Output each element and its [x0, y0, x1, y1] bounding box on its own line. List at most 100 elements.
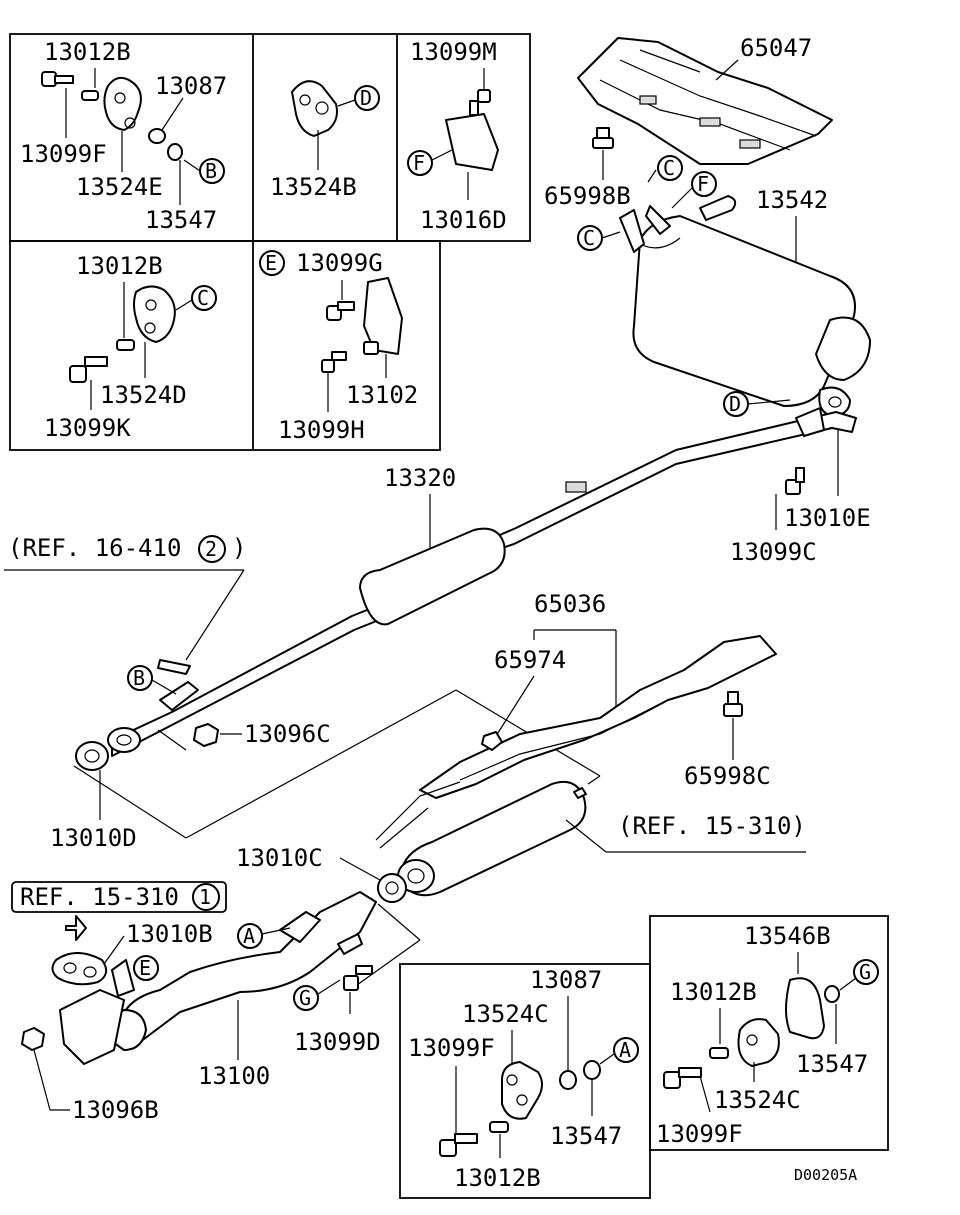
ref-15-310-box-text: REF. 15-310 — [20, 883, 179, 911]
label-13099G: 13099G — [296, 249, 383, 277]
label-13100: 13100 — [198, 1062, 270, 1090]
washer-13547-icon — [167, 143, 183, 161]
bolt-13099D-icon — [343, 975, 359, 991]
catalytic-converter: (REF. 15-310) — [397, 780, 806, 897]
label-13099F: 13099F — [20, 140, 107, 168]
washer-13087-icon — [148, 128, 166, 144]
bolt-13099D: 13099D — [294, 965, 381, 1056]
gasket-13010B-icon — [51, 952, 108, 986]
label-13524C-c: 13524C — [714, 1086, 801, 1114]
label-13547: 13547 — [145, 206, 217, 234]
label-65047: 65047 — [740, 34, 812, 62]
nut-13096B-icon — [21, 1027, 45, 1051]
gasket-13010D-icon — [75, 741, 109, 771]
inset-mid-middle: E 13099G 13102 13099H — [259, 249, 418, 444]
inset-grid — [9, 33, 531, 451]
label-13320: 13320 — [384, 464, 456, 492]
label-13099D: 13099D — [294, 1028, 381, 1056]
inset-bottom-right: 13546B G 13547 13012B 13524C 13099F — [649, 915, 889, 1151]
label-13524B: 13524B — [270, 173, 357, 201]
ref-15-310-text: (REF. 15-310) — [618, 812, 806, 840]
ref-16-410-text: (REF. 16-410 — [8, 534, 181, 562]
callout-A-circle: A — [619, 1038, 631, 1062]
hanger-13524C-icon — [501, 1061, 543, 1120]
hanger-13524C-icon-b — [737, 1018, 780, 1067]
nut-13099H-icon — [321, 359, 335, 373]
center-pipe-13320-icon — [111, 411, 857, 757]
heat-shield-65036: 65036 65974 65998C — [375, 590, 777, 849]
label-13099F-c: 13099F — [656, 1120, 743, 1148]
manifold-flange-icon — [59, 989, 125, 1065]
inset-top-right: 13099M F 13016D — [407, 38, 507, 234]
label-65036: 65036 — [534, 590, 606, 618]
label-13102: 13102 — [346, 381, 418, 409]
label-13096B: 13096B — [72, 1096, 159, 1124]
nut-13096C-icon — [193, 723, 219, 747]
inset-bottom-center: 13087 13524C 13099F A 13547 13012B — [399, 963, 651, 1199]
callout-E-1: E — [139, 956, 151, 980]
callout-G-circle: G — [859, 960, 871, 984]
label-13010D: 13010D — [50, 824, 137, 852]
up-arrow-icon — [65, 915, 87, 941]
label-13012B-d: 13012B — [670, 978, 757, 1006]
rear-flange-group: 13010E 13099C — [730, 386, 871, 566]
callout-C-1: C — [663, 156, 675, 180]
label-13099F-b: 13099F — [408, 1034, 495, 1062]
ref-16-410-num: 2 — [205, 537, 217, 561]
callout-D-circle: D — [360, 86, 372, 110]
heat-shield-65036-icon — [419, 635, 777, 799]
bolt-65998C-icon — [727, 691, 739, 705]
front-pipe-13100: 13100 A G — [59, 891, 421, 1090]
washer-13087-icon-b — [559, 1070, 577, 1090]
label-13099K: 13099K — [44, 414, 131, 442]
bolt-13099K-icon — [69, 365, 87, 383]
label-13546B: 13546B — [744, 922, 831, 950]
callout-B-1: B — [133, 666, 145, 690]
bolt-65998B-icon — [596, 127, 610, 139]
label-65974: 65974 — [494, 646, 566, 674]
label-13524E: 13524E — [76, 173, 163, 201]
bolt-13099F-icon — [41, 71, 57, 87]
callout-D-1: D — [729, 392, 741, 416]
hanger-13524E-icon — [103, 76, 142, 131]
gasket-13010B: 13010B E — [51, 915, 213, 997]
bolt-13099F-icon-c — [663, 1071, 681, 1089]
label-13010B: 13010B — [126, 920, 213, 948]
collar-13012B-icon-b — [116, 339, 135, 351]
bolt-13099M-icon — [477, 89, 491, 103]
diagram-code: D00205A — [794, 1166, 857, 1184]
label-13010C: 13010C — [236, 844, 323, 872]
label-13016D: 13016D — [420, 206, 507, 234]
ref-15-310-box-num: 1 — [199, 885, 211, 909]
nut-13096B: 13096B — [21, 1027, 159, 1124]
flange-front-icon — [107, 727, 141, 753]
label-13099C: 13099C — [730, 538, 817, 566]
label-13096C: 13096C — [244, 720, 331, 748]
muffler-13542: 13542 C F C D — [577, 155, 871, 417]
gasket-13010D: 13010D — [50, 741, 137, 852]
label-13087: 13087 — [155, 72, 227, 100]
callout-C-2: C — [583, 226, 595, 250]
callout-A-1: A — [243, 924, 255, 948]
bolt-65998B: 65998B — [544, 127, 631, 210]
callout-G-1: G — [299, 986, 311, 1010]
collar-13012B-icon — [81, 90, 99, 101]
catalytic-converter-icon — [401, 780, 587, 897]
washer-13547-icon-b — [583, 1060, 601, 1080]
callout-F-circle: F — [413, 151, 425, 175]
inset-top-middle: D 13524B — [270, 80, 380, 201]
inset-top-left: 13012B 13087 13099F 13524E 13547 B — [20, 38, 227, 234]
label-13547-b: 13547 — [550, 1122, 622, 1150]
label-13524D: 13524D — [100, 381, 187, 409]
label-13012B-c: 13012B — [454, 1164, 541, 1192]
collar-13012B-icon-c — [489, 1121, 509, 1133]
callout-E-circle: E — [265, 251, 277, 275]
bolt-13099C-icon — [785, 479, 801, 495]
washer-13547-icon-c — [824, 985, 840, 1003]
label-65998C: 65998C — [684, 762, 771, 790]
bracket-B-icon — [159, 681, 199, 711]
callout-F-1: F — [697, 172, 709, 196]
resonator-icon — [359, 527, 506, 626]
